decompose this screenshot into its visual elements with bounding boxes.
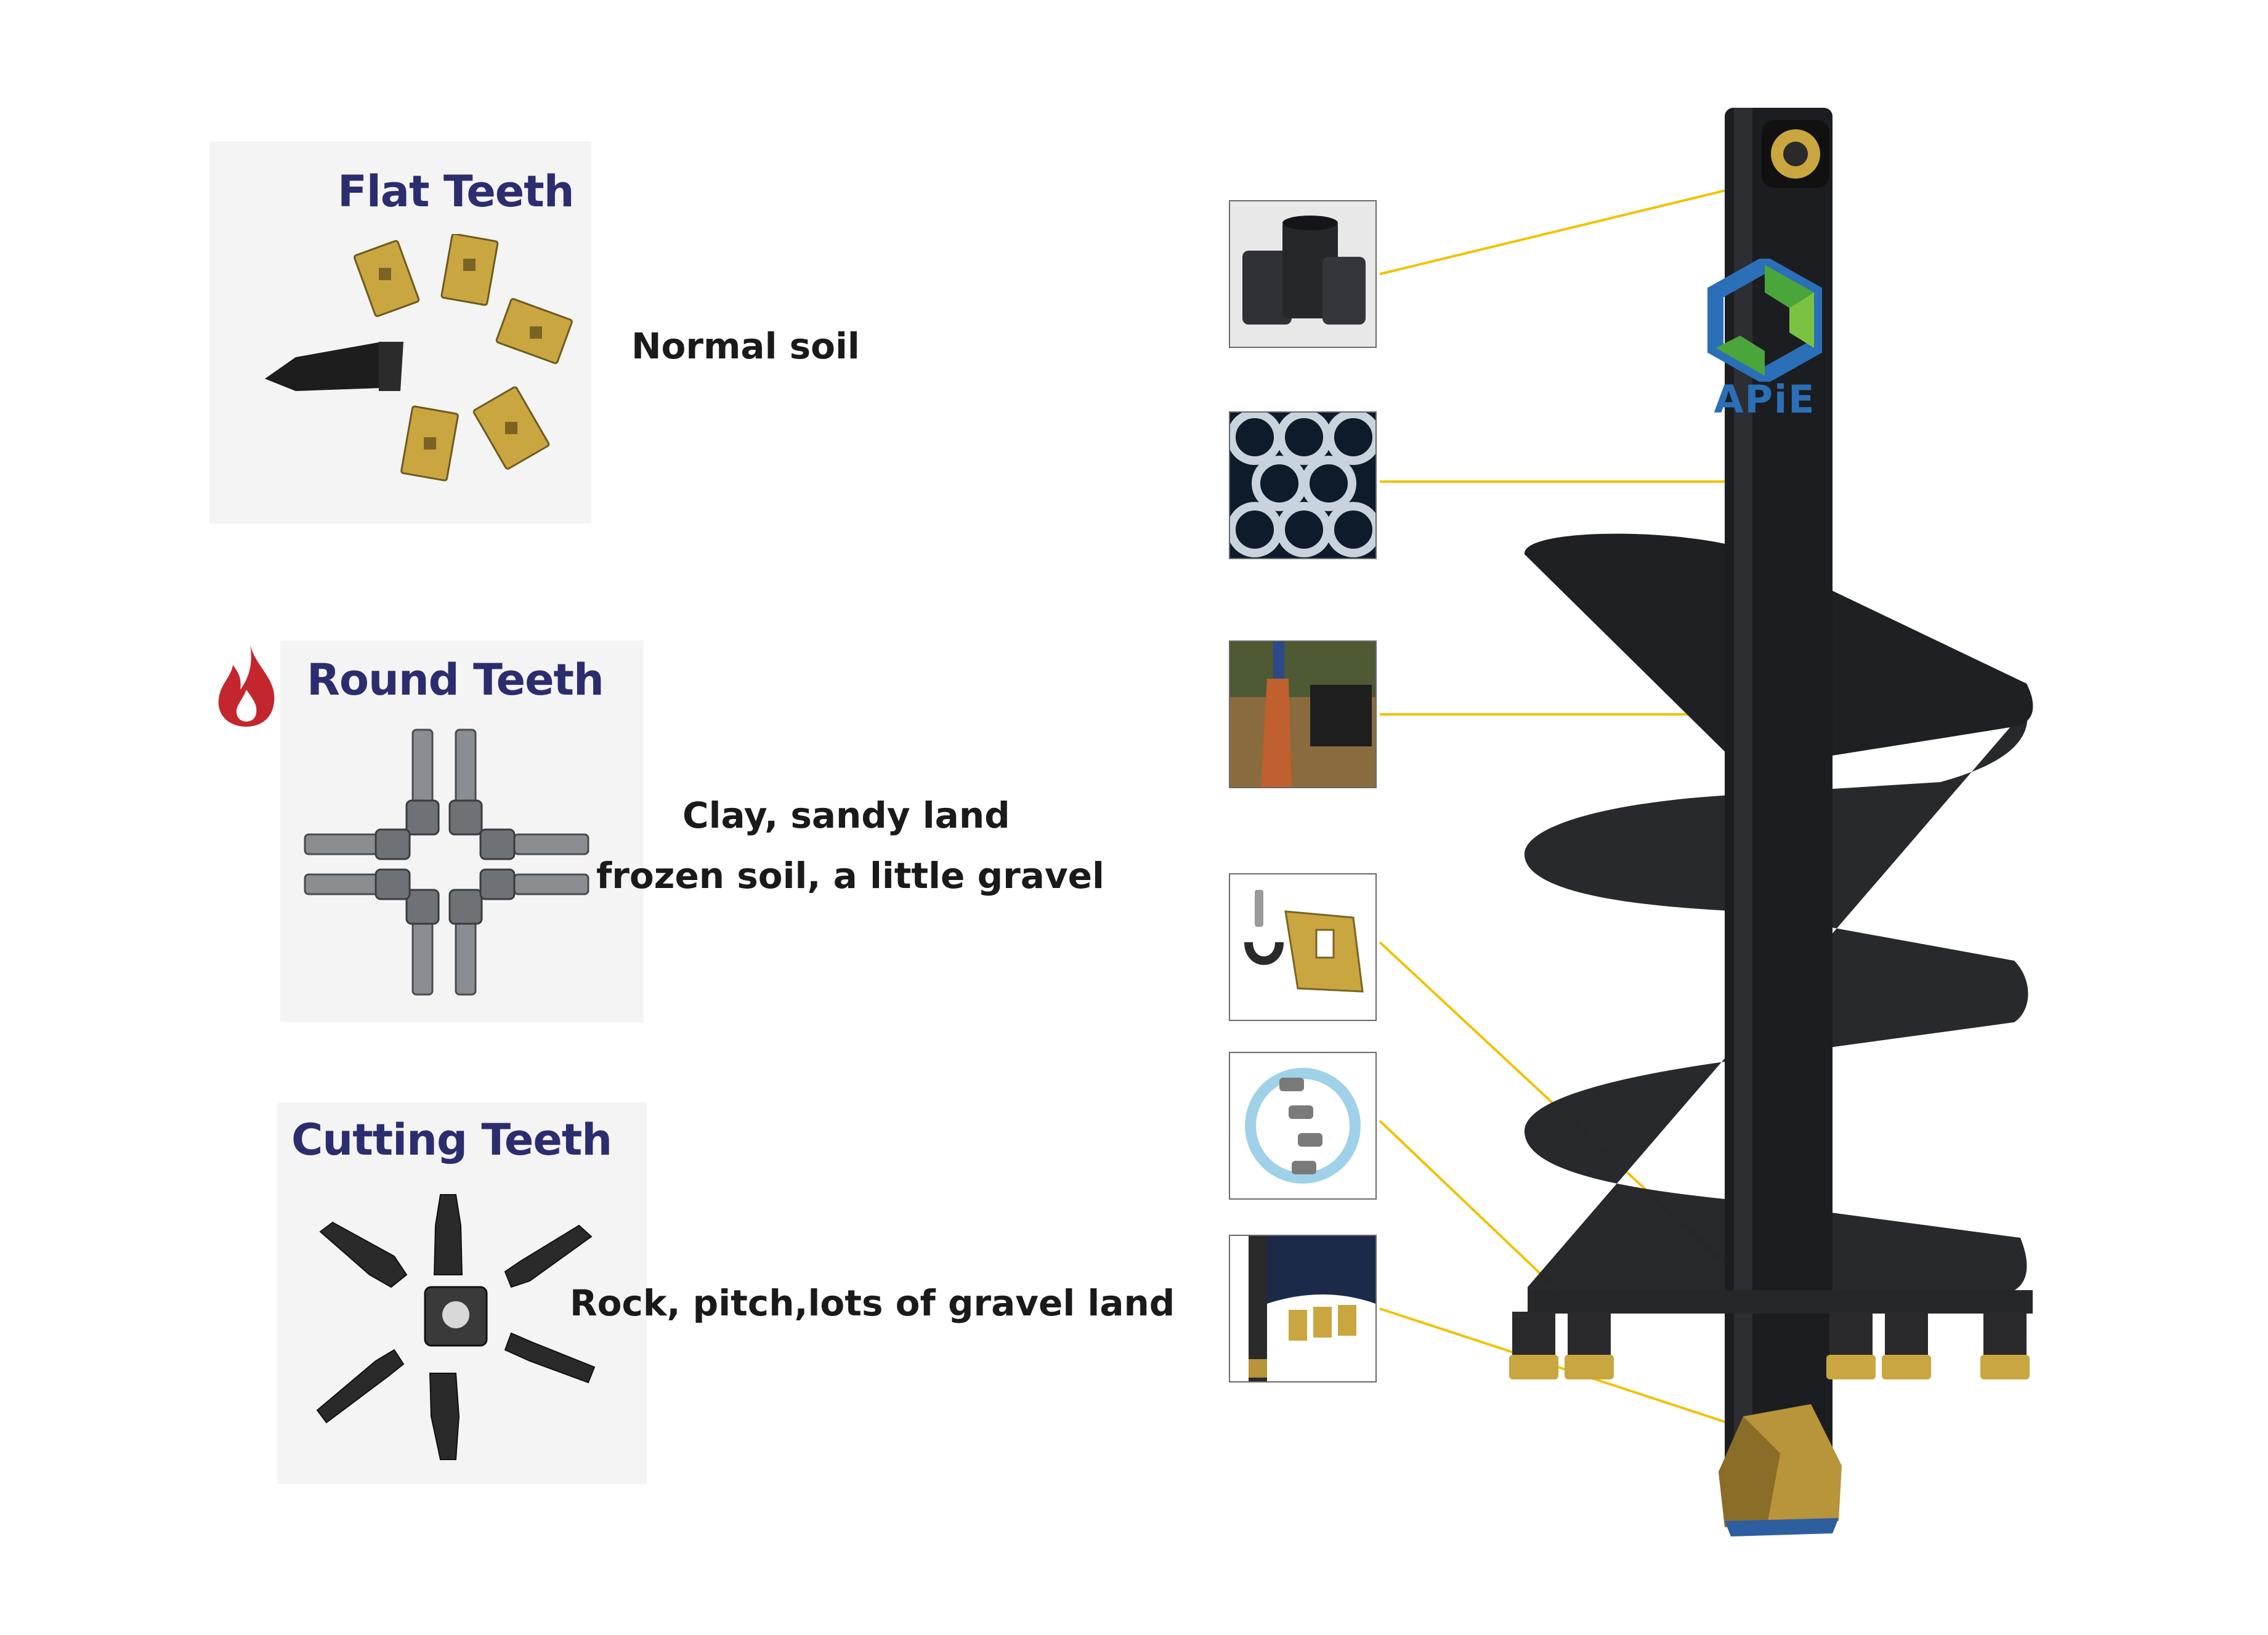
- round-teeth-application-line-1: Clay, sandy land: [682, 794, 1010, 836]
- cutting-teeth-heading: Cutting Teeth: [291, 1115, 612, 1165]
- thumbnail-bushing: [1229, 200, 1377, 348]
- flame-icon: [216, 640, 277, 727]
- hexagon-logo-icon: [1707, 259, 1822, 382]
- apie-logo: APiE: [1697, 259, 1833, 437]
- steel-pipes-icon: [1230, 413, 1375, 558]
- flat-tooth-pin-icon: [1230, 874, 1375, 1020]
- thumbnail-auger-field: [1229, 640, 1377, 788]
- round-teeth-image: [296, 724, 597, 1001]
- round-teeth-application-line-2: frozen soil, a little gravel: [596, 855, 1104, 897]
- cutting-teeth-application: Rock, pitch,lots of gravel land: [570, 1282, 1175, 1324]
- flat-teeth-heading: Flat Teeth: [338, 166, 575, 217]
- round-teeth-heading: Round Teeth: [307, 655, 604, 705]
- apie-logo-text: APiE: [1714, 377, 1816, 422]
- flat-teeth-image: [259, 234, 579, 505]
- flat-teeth-application: Normal soil: [631, 325, 860, 367]
- thumbnail-rotating-teeth: [1229, 1052, 1377, 1200]
- thumbnail-auger-head: [1229, 1235, 1377, 1383]
- auger-in-field-icon: [1230, 642, 1375, 787]
- rotating-teeth-icon: [1230, 1053, 1375, 1198]
- bushing-parts-icon: [1230, 201, 1375, 347]
- auger-head-closeup-icon: [1230, 1236, 1375, 1381]
- cutting-teeth-image: [308, 1189, 604, 1472]
- thumbnail-flat-tooth: [1229, 873, 1377, 1021]
- thumbnail-steel-pipes: [1229, 411, 1377, 559]
